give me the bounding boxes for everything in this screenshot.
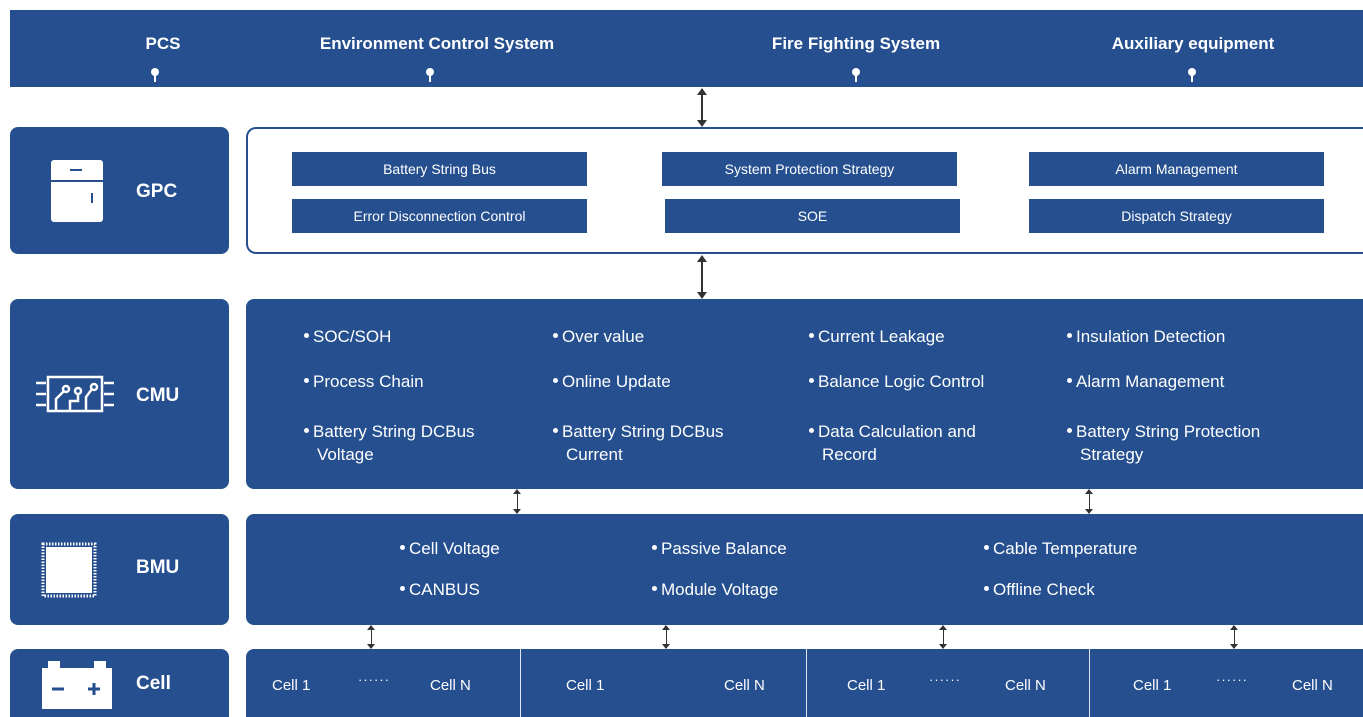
bmu-item-cable-temperature: Cable Temperature (984, 537, 1137, 560)
cell-group-3-last: Cell N (1005, 677, 1046, 694)
cell-divider (520, 649, 521, 717)
cell-group-1-first: Cell 1 (272, 677, 311, 694)
cmu-item-insulation-detection: Insulation Detection (1067, 325, 1225, 348)
cmu-label: CMU (136, 385, 180, 406)
gpc-box-battery-string-bus: Battery String Bus (292, 152, 587, 186)
connector-arrow (366, 625, 376, 649)
cmu-panel: SOC/SOH Over value Current Leakage Insul… (246, 299, 1363, 489)
cell-group-4-first: Cell 1 (1133, 677, 1172, 694)
bmu-item-canbus: CANBUS (400, 578, 480, 601)
refrigerator-cabinet-icon (51, 160, 103, 222)
top-item-environment-control: Environment Control System (319, 34, 555, 53)
cmu-item-alarm-management: Alarm Management (1067, 370, 1224, 393)
gpc-box-dispatch-strategy: Dispatch Strategy (1029, 199, 1324, 233)
cell-divider (1089, 649, 1090, 717)
pin-icon (150, 68, 160, 82)
connector-arrow (512, 489, 522, 514)
bmu-item-module-voltage: Module Voltage (652, 578, 778, 601)
cell-divider (806, 649, 807, 717)
cell-group-2-last: Cell N (724, 677, 765, 694)
pin-icon (1187, 68, 1197, 82)
gpc-box-system-protection: System Protection Strategy (662, 152, 957, 186)
connector-arrow (1229, 625, 1239, 649)
connector-arrow (697, 255, 707, 299)
top-bar: PCS Environment Control System Fire Figh… (10, 10, 1363, 87)
gpc-side-block: GPC (10, 127, 229, 254)
bmu-item-cell-voltage: Cell Voltage (400, 537, 500, 560)
connector-arrow (938, 625, 948, 649)
cell-group-2-first: Cell 1 (566, 677, 605, 694)
cmu-item-current-leakage: Current Leakage (809, 325, 945, 348)
cmu-item-soc-soh: SOC/SOH (304, 325, 391, 348)
cmu-item-over-value: Over value (553, 325, 644, 348)
cell-group-3-first: Cell 1 (847, 677, 886, 694)
top-item-fire-fighting: Fire Fighting System (771, 34, 941, 53)
cell-group-1-last: Cell N (430, 677, 471, 694)
bmu-label: BMU (136, 557, 180, 578)
gpc-box-error-disconnection: Error Disconnection Control (292, 199, 587, 233)
bmu-side-block: BMU (10, 514, 229, 625)
top-item-pcs: PCS (145, 34, 181, 53)
gpc-box-alarm-management: Alarm Management (1029, 152, 1324, 186)
cell-panel (246, 649, 1363, 717)
cell-group-4-last: Cell N (1292, 677, 1333, 694)
cmu-item-balance-logic: Balance Logic Control (809, 370, 984, 393)
cell-label: Cell (136, 673, 171, 694)
top-item-auxiliary: Auxiliary equipment (1111, 34, 1275, 53)
bmu-item-offline-check: Offline Check (984, 578, 1095, 601)
cmu-item-online-update: Online Update (553, 370, 671, 393)
cmu-side-block: CMU (10, 299, 229, 489)
gpc-box-soe: SOE (665, 199, 960, 233)
cell-group-4-dots: ······ (1216, 672, 1248, 687)
cell-group-3-dots: ······ (929, 672, 961, 687)
gpc-panel: Battery String Bus System Protection Str… (246, 127, 1363, 254)
connector-arrow (661, 625, 671, 649)
cmu-item-process-chain: Process Chain (304, 370, 424, 393)
bmu-item-passive-balance: Passive Balance (652, 537, 787, 560)
gpc-label: GPC (136, 181, 178, 202)
battery-icon (42, 661, 112, 709)
pin-icon (425, 68, 435, 82)
connector-arrow (1084, 489, 1094, 514)
bmu-panel: Cell Voltage Passive Balance Cable Tempe… (246, 514, 1363, 625)
pin-icon (851, 68, 861, 82)
cell-group-1-dots: ······ (358, 672, 390, 687)
cell-side-block: Cell (10, 649, 229, 717)
chip-icon (41, 542, 97, 598)
connector-arrow (697, 88, 707, 127)
circuit-board-icon (36, 375, 114, 413)
